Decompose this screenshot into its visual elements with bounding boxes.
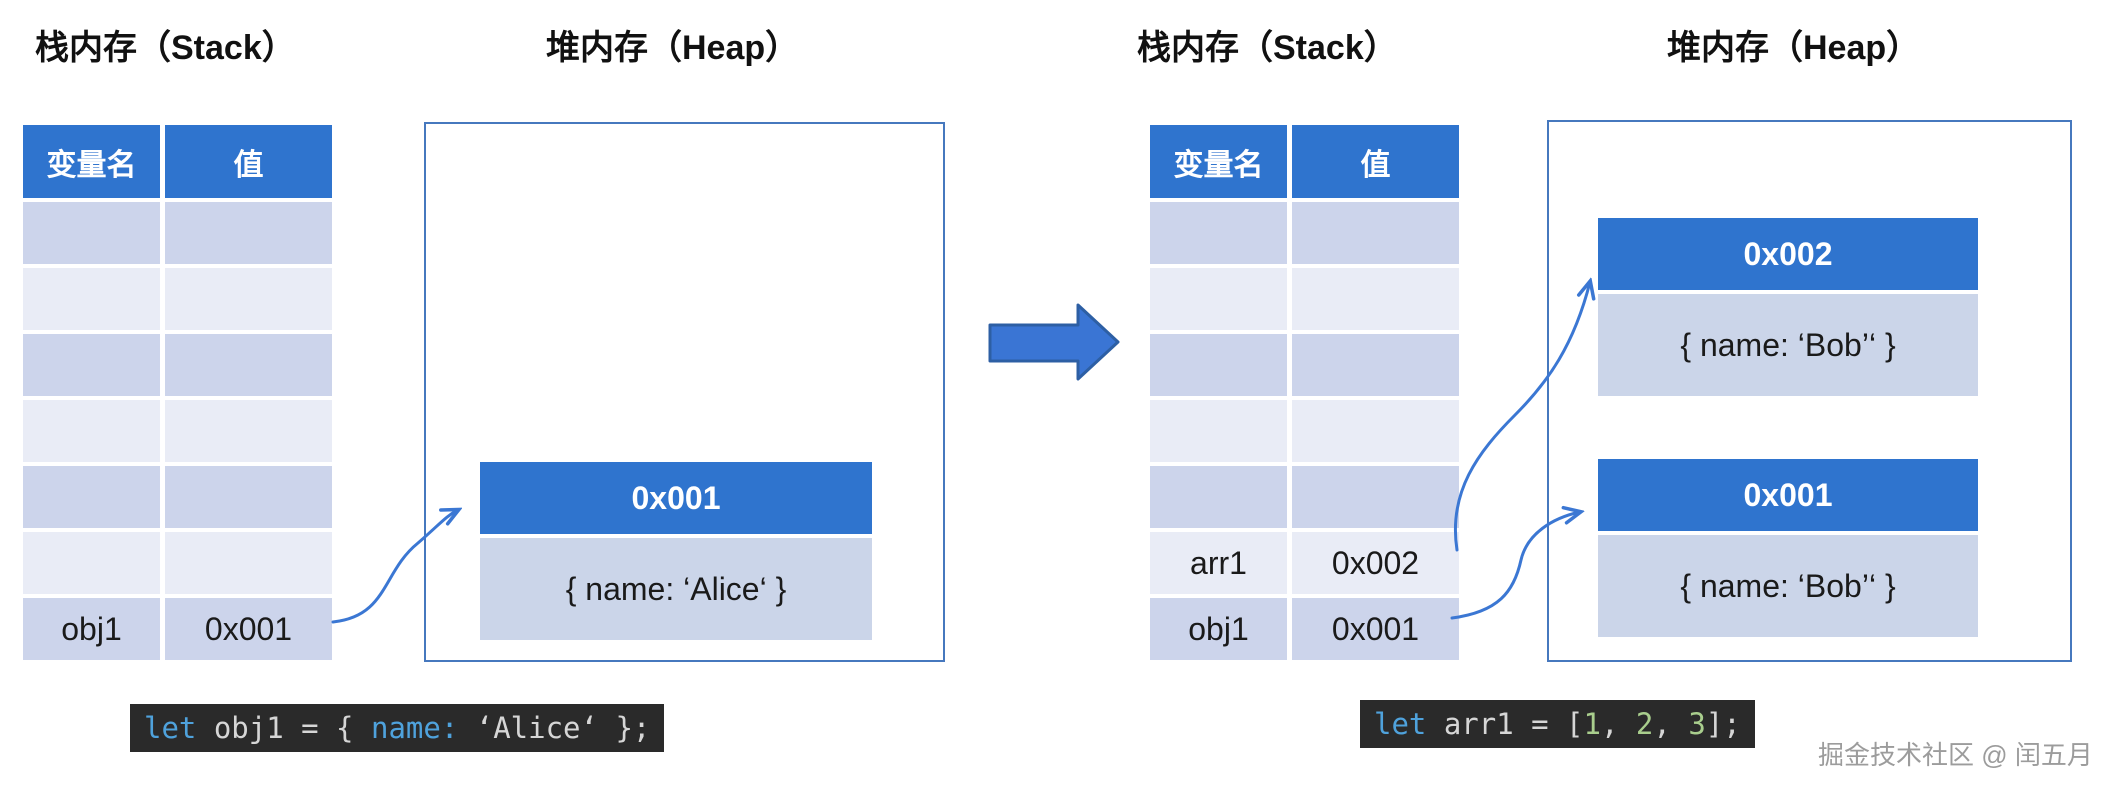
left-stack-title: 栈内存（Stack） xyxy=(35,29,296,67)
table-cell xyxy=(165,466,332,528)
right-stack-table: 变量名 值 arr1 0x002 obj1 0x001 xyxy=(1150,125,1459,660)
heap-block-address: 0x001 xyxy=(1598,459,1978,531)
table-cell xyxy=(1292,202,1459,264)
cell-arr1-value: 0x002 xyxy=(1292,532,1459,594)
column-header-value: 值 xyxy=(165,125,332,198)
table-cell xyxy=(23,400,160,462)
table-cell xyxy=(1150,466,1287,528)
column-header-name: 变量名 xyxy=(23,125,160,198)
table-cell xyxy=(1292,268,1459,330)
heap-block-0x001: 0x001 { name: ‘Alice‘ } xyxy=(480,462,872,640)
table-cell xyxy=(23,532,160,594)
table-cell xyxy=(23,334,160,396)
heap-block-content: { name: ‘Bob’‘ } xyxy=(1598,294,1978,396)
table-cell xyxy=(165,202,332,264)
heap-block-0x001: 0x001 { name: ‘Bob’‘ } xyxy=(1598,459,1978,637)
table-cell xyxy=(23,202,160,264)
left-stack-table: 变量名 值 obj1 0x001 xyxy=(23,125,332,660)
left-heap-box: 0x001 { name: ‘Alice‘ } xyxy=(424,122,945,662)
table-cell xyxy=(1292,334,1459,396)
cell-obj1-value: 0x001 xyxy=(165,598,332,660)
heap-block-address: 0x002 xyxy=(1598,218,1978,290)
right-stack-title: 栈内存（Stack） xyxy=(1137,29,1398,67)
column-header-value: 值 xyxy=(1292,125,1459,198)
table-cell xyxy=(1292,466,1459,528)
table-cell xyxy=(1150,334,1287,396)
table-cell xyxy=(165,400,332,462)
column-header-name: 变量名 xyxy=(1150,125,1287,198)
table-cell xyxy=(1150,202,1287,264)
heap-block-address: 0x001 xyxy=(480,462,872,534)
table-cell xyxy=(23,268,160,330)
cell-obj1-value: 0x001 xyxy=(1292,598,1459,660)
table-cell xyxy=(1150,400,1287,462)
table-cell xyxy=(1150,268,1287,330)
cell-arr1-name: arr1 xyxy=(1150,532,1287,594)
cell-obj1-name: obj1 xyxy=(23,598,160,660)
watermark: 掘金技术社区 @ 闰五月 xyxy=(1818,740,2093,770)
right-heap-title: 堆内存（Heap） xyxy=(1667,29,1921,67)
left-code-snippet: let obj1 = { name: ‘Alice‘ }; xyxy=(130,704,665,752)
table-cell xyxy=(165,334,332,396)
heap-block-content: { name: ‘Alice‘ } xyxy=(480,538,872,640)
right-code-snippet: let arr1 = [1, 2, 3]; xyxy=(1360,700,1755,748)
table-cell xyxy=(23,466,160,528)
table-cell xyxy=(165,532,332,594)
right-heap-box: 0x002 { name: ‘Bob’‘ } 0x001 { name: ‘Bo… xyxy=(1547,120,2072,662)
heap-block-content: { name: ‘Bob’‘ } xyxy=(1598,535,1978,637)
heap-block-0x002: 0x002 { name: ‘Bob’‘ } xyxy=(1598,218,1978,396)
cell-obj1-name: obj1 xyxy=(1150,598,1287,660)
left-heap-title: 堆内存（Heap） xyxy=(546,29,800,67)
table-cell xyxy=(1292,400,1459,462)
transition-arrow-icon xyxy=(988,303,1120,381)
table-cell xyxy=(165,268,332,330)
